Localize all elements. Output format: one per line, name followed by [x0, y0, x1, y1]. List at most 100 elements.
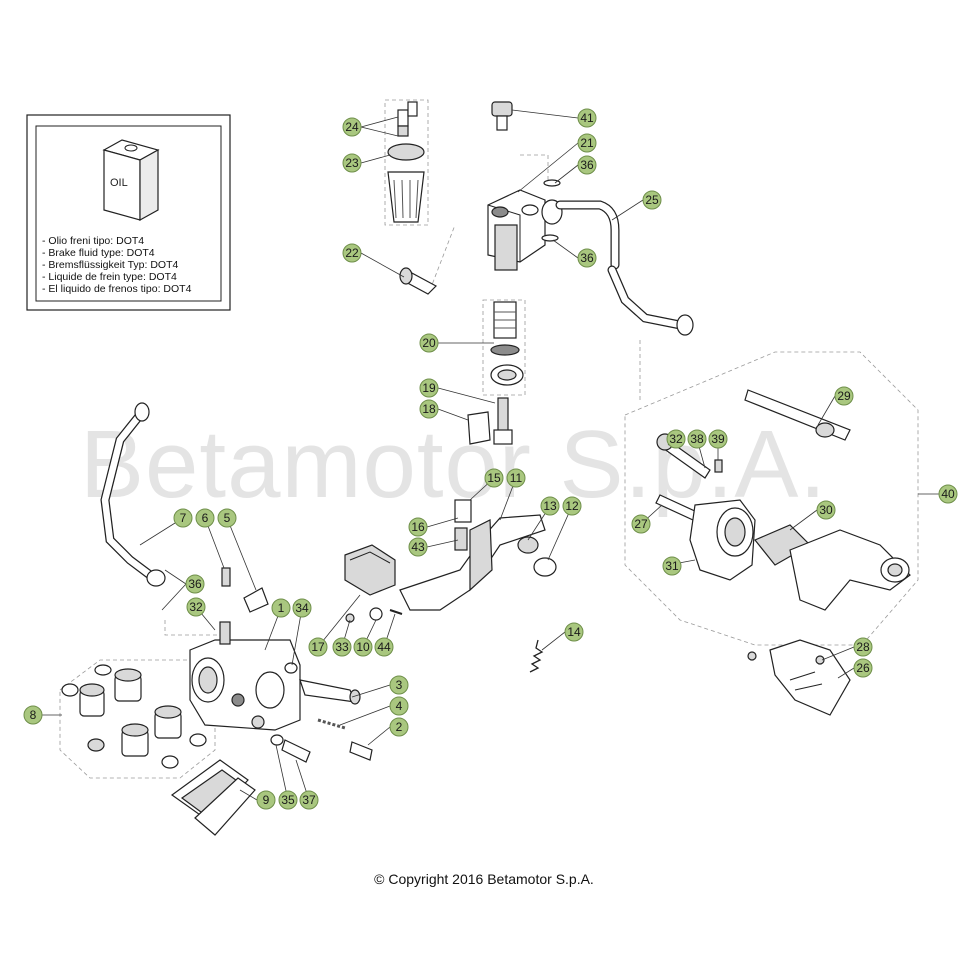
- front-brake-hose: [100, 402, 166, 587]
- callout-44: 44: [374, 637, 394, 657]
- svg-text:28: 28: [856, 640, 870, 654]
- svg-text:6: 6: [202, 511, 209, 525]
- svg-text:33: 33: [335, 640, 349, 654]
- piston-kit: [490, 301, 524, 386]
- svg-text:11: 11: [510, 471, 523, 485]
- callout-36-top: 36: [577, 155, 597, 175]
- push-rod: [467, 397, 513, 445]
- copyright-text: © Copyright 2016 Betamotor S.p.A.: [374, 871, 594, 887]
- caliper-pins: [270, 662, 373, 763]
- callout-32: 32: [666, 429, 686, 449]
- callout-5: 5: [217, 508, 237, 528]
- callout-14: 14: [564, 622, 584, 642]
- callout-43: 43: [408, 537, 428, 557]
- pedal-tip: [344, 544, 396, 596]
- return-spring: [529, 639, 544, 673]
- callout-38: 38: [687, 429, 707, 449]
- callout-2: 2: [389, 717, 409, 737]
- callout-21: 21: [577, 133, 597, 153]
- callout-39: 39: [708, 429, 728, 449]
- callout-22: 22: [342, 243, 362, 263]
- svg-text:2: 2: [396, 720, 403, 734]
- info-line-5: - El liquido de frenos tipo: DOT4: [42, 283, 192, 295]
- svg-text:15: 15: [487, 471, 501, 485]
- brake-pads: [170, 759, 256, 836]
- callout-7: 7: [173, 508, 193, 528]
- callout-35-top: 34: [292, 598, 312, 618]
- callout-31: 31: [662, 556, 682, 576]
- svg-text:25: 25: [645, 193, 659, 207]
- svg-text:22: 22: [345, 246, 359, 260]
- info-line-4: - Liquide de frein type: DOT4: [42, 271, 177, 283]
- callout-1: 1: [271, 598, 291, 618]
- svg-text:1: 1: [278, 601, 285, 615]
- svg-text:3: 3: [396, 678, 403, 692]
- svg-text:34: 34: [295, 601, 309, 615]
- callout-35-bottom: 35: [278, 790, 298, 810]
- callout-8: 8: [23, 705, 43, 725]
- callout-17: 17: [308, 637, 328, 657]
- info-line-2: - Brake fluid type: DOT4: [42, 247, 155, 259]
- callout-25: 25: [642, 190, 662, 210]
- oil-icon-label: OIL: [110, 177, 128, 189]
- rear-caliper-assembly: [655, 389, 911, 611]
- caliper-piston-set: [61, 664, 207, 769]
- callout-15: 15: [484, 468, 504, 488]
- svg-text:8: 8: [30, 708, 37, 722]
- svg-text:29: 29: [837, 389, 851, 403]
- svg-text:23: 23: [345, 156, 359, 170]
- svg-text:9: 9: [263, 793, 270, 807]
- callout-29: 29: [834, 386, 854, 406]
- callout-4: 4: [389, 696, 409, 716]
- callout-13: 13: [540, 496, 560, 516]
- callout-26: 26: [853, 658, 873, 678]
- callout-41: 41: [577, 108, 597, 128]
- svg-text:30: 30: [819, 503, 833, 517]
- svg-text:36: 36: [188, 577, 202, 591]
- svg-text:5: 5: [224, 511, 231, 525]
- callout-12: 12: [562, 496, 582, 516]
- svg-text:20: 20: [422, 336, 436, 350]
- master-cylinder: [487, 101, 563, 271]
- svg-text:32: 32: [189, 600, 203, 614]
- callout-33: 32: [186, 597, 206, 617]
- callout-28: 28: [853, 637, 873, 657]
- svg-text:38: 38: [690, 432, 704, 446]
- svg-text:18: 18: [422, 402, 436, 416]
- callout-34: 33: [332, 637, 352, 657]
- pedal-small-parts: [345, 607, 403, 623]
- callout-40: 40: [938, 484, 958, 504]
- disc-guard: [747, 639, 851, 716]
- svg-text:19: 19: [422, 381, 436, 395]
- svg-text:4: 4: [396, 699, 403, 713]
- svg-text:17: 17: [311, 640, 325, 654]
- oil-bottle-icon: OIL: [102, 139, 160, 222]
- callout-6: 6: [195, 508, 215, 528]
- svg-text:10: 10: [356, 640, 370, 654]
- callout-3: 3: [389, 675, 409, 695]
- callout-36-left: 36: [185, 574, 205, 594]
- svg-text:41: 41: [580, 111, 594, 125]
- svg-text:12: 12: [565, 499, 579, 513]
- bolt-22: [399, 267, 437, 295]
- group-outlines: [59, 99, 919, 779]
- bleeder-parts: [221, 567, 269, 613]
- svg-text:40: 40: [941, 487, 955, 501]
- callout-20: 20: [419, 333, 439, 353]
- svg-text:35: 35: [281, 793, 295, 807]
- svg-text:39: 39: [711, 432, 725, 446]
- callout-16: 16: [408, 517, 428, 537]
- callout-23: 23: [342, 153, 362, 173]
- callout-9: 9: [256, 790, 276, 810]
- svg-text:32: 32: [669, 432, 683, 446]
- callout-19: 19: [419, 378, 439, 398]
- svg-text:21: 21: [580, 136, 594, 150]
- callout-11: 11: [506, 468, 526, 488]
- callout-18: 18: [419, 399, 439, 419]
- callouts: 24 23 22 20 19 18 41 21 36 36 25 15 11 1…: [23, 108, 958, 810]
- callout-24: 24: [342, 117, 362, 137]
- info-line-1: - Olio freni tipo: DOT4: [42, 235, 144, 247]
- svg-text:7: 7: [180, 511, 187, 525]
- front-caliper: [189, 621, 301, 731]
- info-line-3: - Bremsflüssigkeit Typ: DOT4: [42, 259, 179, 271]
